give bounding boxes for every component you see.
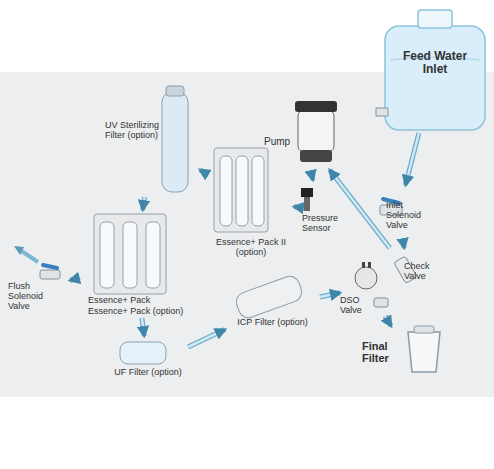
pipe-water (402, 243, 405, 248)
outlet-pipe (20, 250, 38, 262)
component-node: Check Valve (380, 248, 438, 298)
pack-cartridge (123, 222, 137, 288)
final-filter-body (408, 332, 440, 372)
dso-sensor (355, 267, 377, 289)
valve-body (374, 298, 388, 307)
bottle-body (385, 26, 485, 130)
component-label: ICP Filter (option) (225, 318, 320, 328)
dso-pin (362, 262, 365, 268)
pump-body (298, 110, 334, 152)
component-node: ICP Filter (option) (225, 268, 320, 346)
component-label: Pressure Sensor (302, 214, 344, 234)
component-node: Inlet Solenoid Valve (362, 185, 434, 243)
pump-cap (295, 101, 337, 112)
pipe-water (311, 170, 313, 180)
pipe-water (143, 197, 145, 210)
outlet-arrow (14, 246, 24, 255)
sensor-head (301, 188, 313, 197)
uv-lamp-body (162, 92, 188, 192)
pack-cartridge (236, 156, 248, 226)
pipe-water (406, 133, 419, 185)
pipe-outline (401, 243, 407, 248)
pipe-water (142, 318, 144, 336)
pipe-water (70, 278, 80, 281)
pipe-outline (188, 330, 225, 348)
water-pipe (142, 318, 144, 336)
pack-frame (94, 214, 166, 294)
component-label: Flush Solenoid Valve (8, 282, 50, 312)
component-node: Essence+ PackEssence+ Pack (option) (80, 210, 190, 318)
pipe-outline (406, 133, 419, 185)
pack-cartridge (252, 156, 264, 226)
pipe-outline (385, 316, 391, 326)
final-filter-cap (414, 326, 434, 333)
component-label: Pump (264, 136, 298, 147)
component-label: Final Filter (362, 340, 406, 364)
icp-filter-body (234, 273, 305, 320)
pipe-outline (330, 170, 390, 248)
component-label: Essence+ Pack (88, 296, 188, 306)
component-label: DSO Valve (340, 296, 374, 316)
component-label: Feed Water Inlet (395, 50, 475, 76)
pack-cartridge (220, 156, 232, 226)
component-label: UF Filter (option) (108, 368, 188, 378)
component-node: UV Sterilizing Filter (option) (105, 85, 200, 197)
pipe-outline (320, 293, 340, 297)
water-pipe (311, 170, 313, 180)
component-label: UV Sterilizing Filter (option) (105, 121, 160, 141)
valve-body (40, 270, 60, 279)
component-label: Essence+ Pack (option) (88, 307, 188, 317)
component-node: Feed Water Inlet (380, 8, 490, 133)
sensor-stem (304, 197, 310, 211)
water-pipe (143, 197, 145, 210)
pack-cartridge (100, 222, 114, 288)
pipe-water (385, 316, 391, 326)
uv-cap (166, 86, 184, 96)
pipe-water (200, 170, 208, 175)
component-node: Pump (262, 98, 342, 170)
pack-frame (214, 148, 268, 232)
pump-base (300, 150, 332, 162)
valve-handle (43, 265, 57, 268)
bottle-spigot (376, 108, 388, 116)
component-node: UF Filter (option) (108, 336, 188, 396)
component-label: Essence+ Pack II (option) (208, 238, 294, 258)
component-node: Essence+ Pack II (option) (208, 140, 294, 262)
pipe-outline (70, 278, 80, 281)
pipe-outline (311, 170, 313, 180)
pack-cartridge (146, 222, 160, 288)
bottle-neck (418, 10, 452, 28)
component-node: Pressure Sensor (296, 180, 344, 240)
water-pipe (406, 133, 419, 185)
component-label: Inlet Solenoid Valve (386, 201, 434, 231)
pipe-water (294, 205, 296, 208)
pipe-water (330, 170, 390, 248)
water-pipe (330, 170, 390, 248)
pipe-water (320, 293, 340, 297)
water-pipe (385, 316, 391, 326)
component-node: Flush Solenoid Valve (8, 258, 70, 318)
uf-filter-body (120, 342, 166, 364)
pipe-outline (143, 197, 145, 210)
water-pipe (70, 278, 80, 281)
pipe-outline (200, 170, 208, 175)
water-pipe (188, 330, 225, 348)
component-node: Final Filter (362, 326, 454, 382)
pipe-outline (142, 318, 144, 336)
water-pipe (320, 293, 340, 297)
water-pipe (403, 243, 405, 248)
pipe-outline (294, 204, 296, 209)
component-node: DSO Valve (340, 258, 395, 316)
water-pipe (200, 170, 208, 175)
water-pipe (294, 206, 296, 207)
dso-pin (368, 262, 371, 268)
pipe-water (188, 330, 225, 348)
component-label: Check Valve (404, 262, 438, 282)
